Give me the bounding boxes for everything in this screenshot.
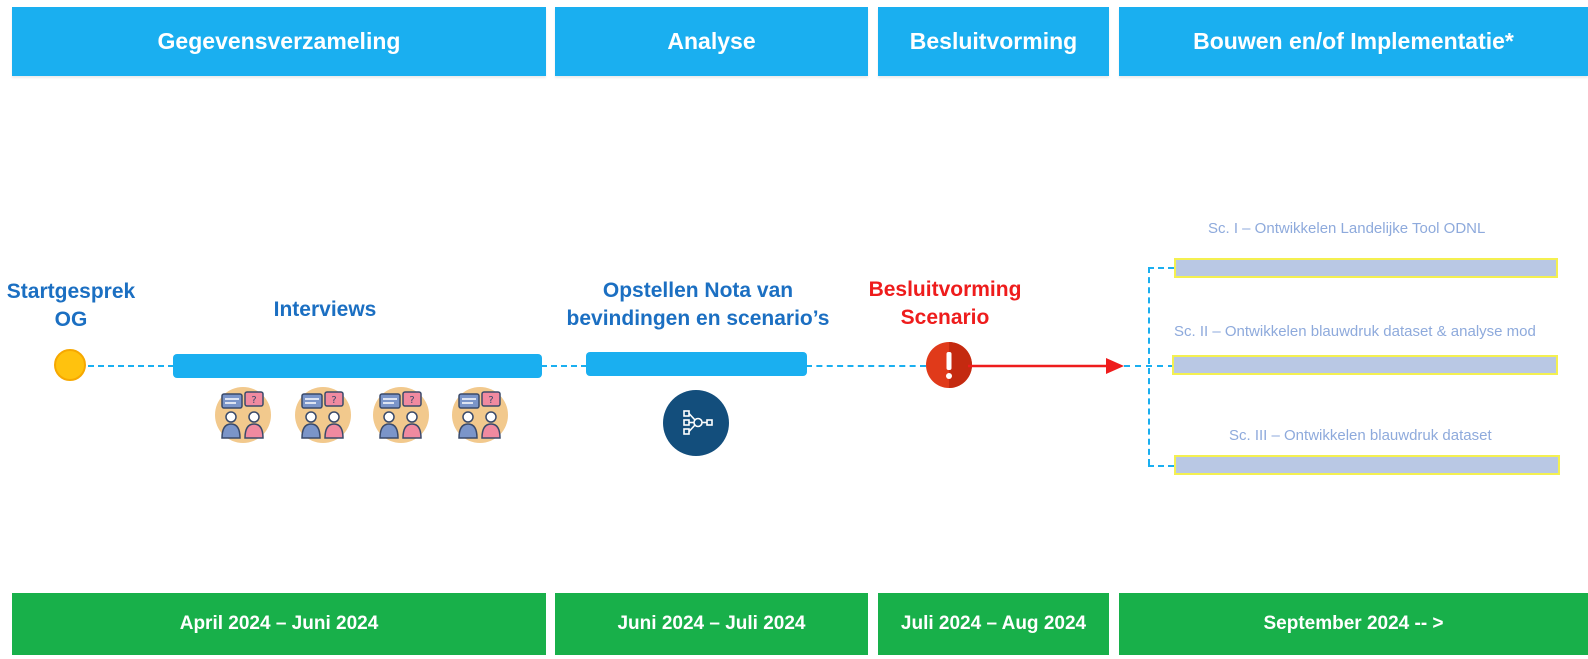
svg-text:?: ? (251, 395, 256, 406)
step-label-startgesprek: Startgesprek OG (0, 278, 142, 334)
startgesprek-line2: OG (54, 308, 88, 331)
period-analyse: Juni 2024 – Juli 2024 (555, 593, 868, 655)
scenario-label-3: Sc. III – Ontwikkelen blauwdruk dataset (1229, 427, 1492, 444)
scenario-bar-2 (1172, 355, 1558, 375)
scenario-bar-1 (1174, 258, 1558, 278)
period-bouwen: September 2024 -- > (1119, 593, 1588, 655)
timeline-dash (88, 365, 174, 367)
phase-header-besluitvorming: Besluitvorming (878, 7, 1109, 76)
scenario-bracket (1148, 267, 1150, 465)
svg-text:?: ? (409, 395, 414, 406)
scenario-label-2: Sc. II – Ontwikkelen blauwdruk dataset &… (1174, 323, 1536, 340)
alert-icon (925, 341, 973, 394)
phase-header-gegevensverzameling: Gegevensverzameling (12, 7, 546, 76)
phase-header-analyse: Analyse (555, 7, 868, 76)
svg-text:?: ? (488, 395, 493, 406)
nota-line2: bevindingen en scenario’s (566, 307, 830, 330)
network-analysis-icon (662, 389, 730, 462)
phase-header-bouwen: Bouwen en/of Implementatie* (1119, 7, 1588, 76)
scenario-label-1: Sc. I – Ontwikkelen Landelijke Tool ODNL (1208, 220, 1486, 237)
scenario-bracket-tick (1148, 465, 1174, 467)
interview-icon: ? (451, 386, 509, 449)
interview-icon: ? (372, 386, 430, 449)
startgesprek-line1: Startgesprek (6, 280, 136, 303)
interview-icon: ? (294, 386, 352, 449)
besluitvorming-line2: Scenario (900, 306, 990, 329)
besluitvorming-line1: Besluitvorming (868, 278, 1022, 301)
interview-icon: ? (214, 386, 272, 449)
interviews-bar (173, 354, 542, 378)
step-label-interviews: Interviews (273, 298, 377, 321)
nota-bar (586, 352, 807, 376)
scenario-bracket-tick (1148, 267, 1174, 269)
svg-text:?: ? (331, 395, 336, 406)
start-dot (54, 349, 86, 381)
period-gegevensverzameling: April 2024 – Juni 2024 (12, 593, 546, 655)
decision-arrow (968, 356, 1128, 381)
nota-line1: Opstellen Nota van (602, 279, 794, 302)
timeline-dash (806, 365, 926, 367)
step-label-besluitvorming: Besluitvorming Scenario (856, 276, 1034, 332)
timeline-dash (541, 365, 587, 367)
scenario-bar-3 (1174, 455, 1560, 475)
step-label-nota: Opstellen Nota van bevindingen en scenar… (560, 277, 836, 333)
period-besluitvorming: Juli 2024 – Aug 2024 (878, 593, 1109, 655)
